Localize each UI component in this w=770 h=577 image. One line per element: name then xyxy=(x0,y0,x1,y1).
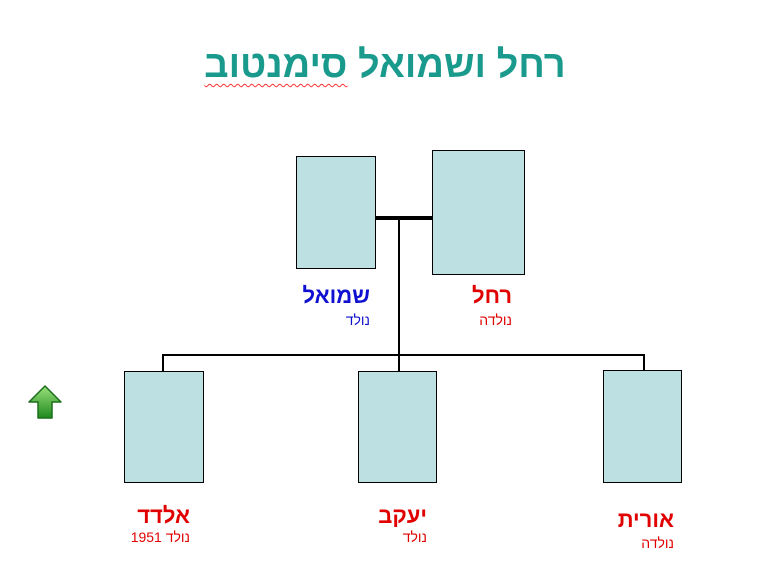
eldad-born-label: נולד 1951 xyxy=(130,529,190,545)
mother-born-label: נולדה xyxy=(479,312,512,328)
yaakov-born-label: נולד xyxy=(402,529,427,545)
descent-line xyxy=(398,218,400,355)
mother-photo xyxy=(432,150,525,275)
eldad-photo xyxy=(124,371,204,483)
mother-name: רחל xyxy=(471,283,512,308)
drop-line-orit xyxy=(643,354,645,372)
orit-name: אורית xyxy=(617,507,674,532)
father-name: שמואל xyxy=(302,283,370,308)
drop-line-eldad xyxy=(162,354,164,372)
father-photo xyxy=(296,156,376,269)
yaakov-photo xyxy=(358,371,437,483)
drop-line-yaakov xyxy=(398,354,400,372)
children-bar xyxy=(162,354,645,356)
page-title: רחל ושמואל סימנטוב xyxy=(0,44,770,87)
eldad-name: אלדד xyxy=(137,503,190,528)
orit-born-label: נולדה xyxy=(641,535,674,551)
up-arrow-icon[interactable] xyxy=(27,384,63,420)
title-names: רחל ושמואל xyxy=(358,44,566,86)
marriage-line xyxy=(376,216,432,220)
title-surname: סימנטוב xyxy=(204,44,348,86)
father-born-label: נולד xyxy=(345,312,370,328)
orit-photo xyxy=(603,370,682,483)
yaakov-name: יעקב xyxy=(378,503,427,528)
